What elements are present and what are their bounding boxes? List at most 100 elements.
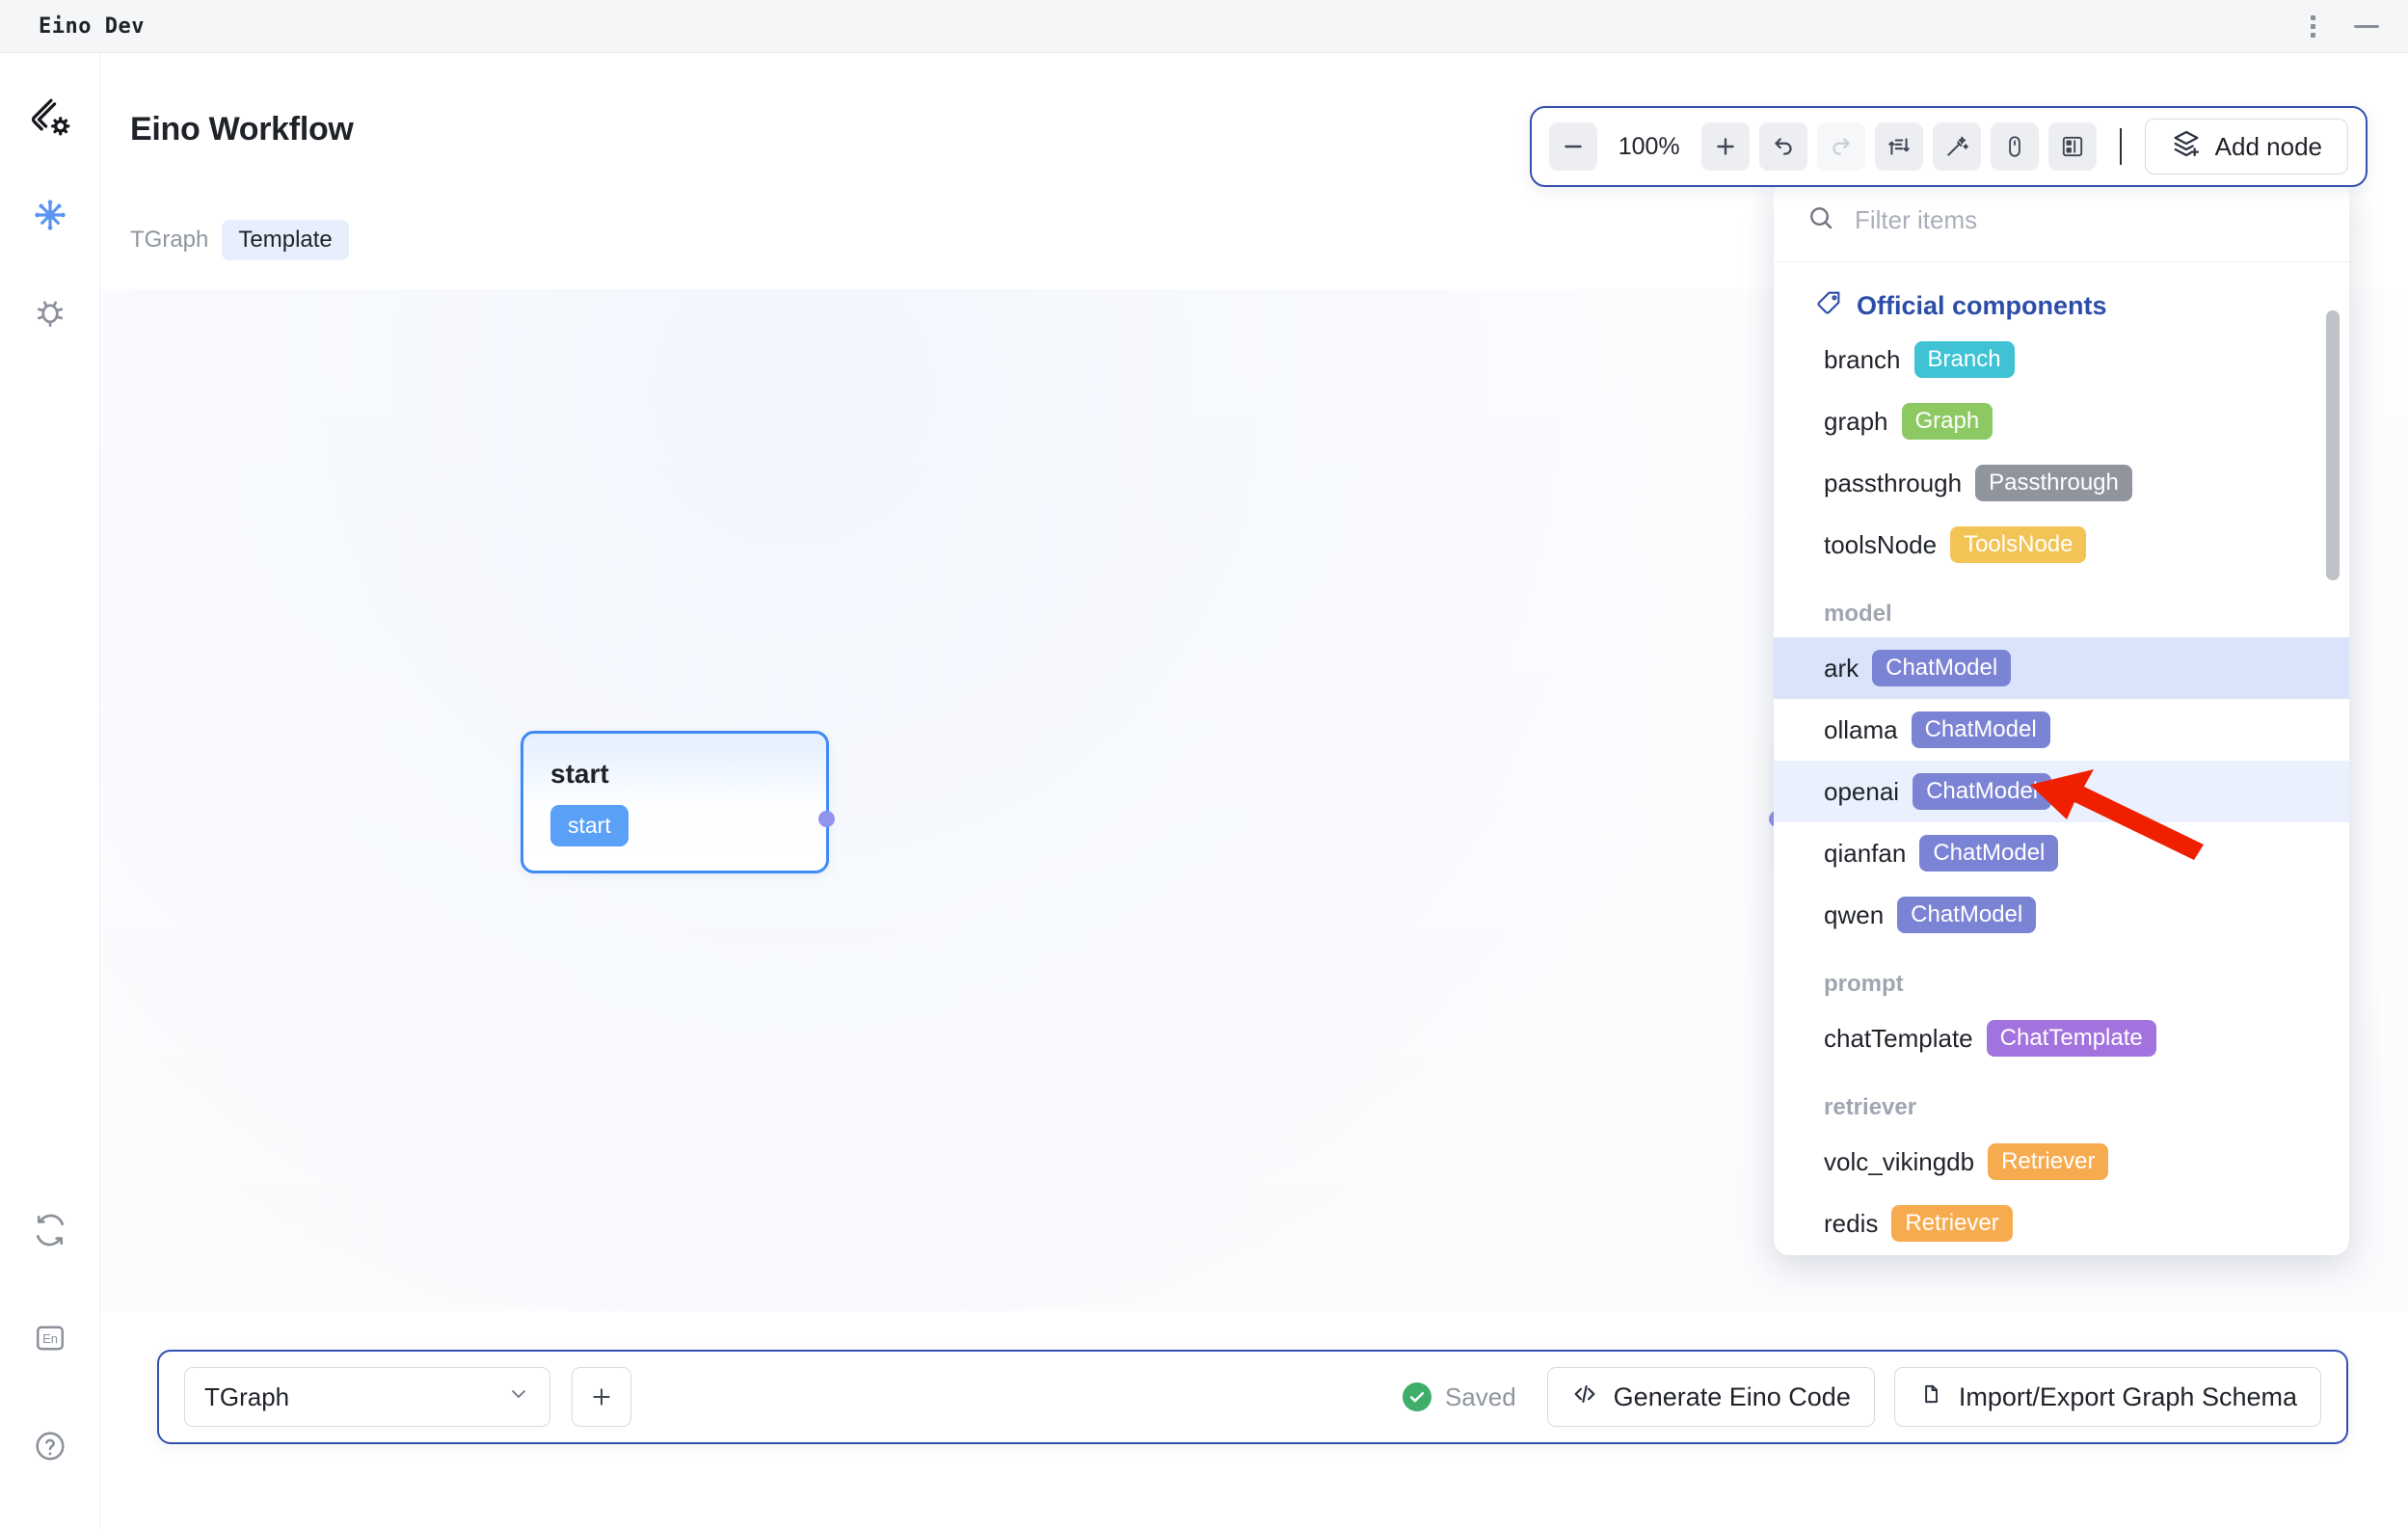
import-export-label: Import/Export Graph Schema	[1958, 1381, 2297, 1411]
minus-icon[interactable]	[1548, 122, 1597, 171]
group-label-retriever: retriever	[1824, 1094, 1917, 1120]
item-tag: Passthrough	[1975, 464, 2132, 502]
item-tag: ChatTemplate	[1986, 1019, 2156, 1058]
file-icon	[1918, 1381, 1943, 1413]
bug-icon[interactable]	[25, 286, 75, 336]
search-input[interactable]	[1855, 205, 2316, 235]
add-node-label: Add node	[2214, 131, 2322, 161]
list-item-qianfan[interactable]: qianfan ChatModel	[1774, 822, 2349, 884]
list-item-graph[interactable]: graph Graph	[1774, 390, 2349, 452]
language-icon[interactable]: En	[25, 1313, 75, 1363]
plus-icon[interactable]	[1700, 122, 1750, 171]
list-item-redis[interactable]: redis Retriever	[1774, 1193, 2349, 1254]
page-title: Eino Workflow	[130, 111, 354, 148]
eino-logo-icon[interactable]	[25, 94, 75, 144]
breadcrumb: TGraph Template	[130, 220, 349, 260]
layout-grid-icon[interactable]	[2047, 122, 2097, 171]
undo-icon[interactable]	[1758, 122, 1807, 171]
item-name: ollama	[1824, 714, 1898, 744]
add-layer-icon	[2171, 128, 2202, 166]
graph-select-value: TGraph	[204, 1381, 290, 1411]
graph-network-icon[interactable]	[25, 190, 75, 240]
magic-wand-icon[interactable]	[1932, 122, 1981, 171]
panel-search-row	[1774, 179, 2349, 262]
item-tag: ChatModel	[1897, 896, 2037, 934]
list-item-openai[interactable]: openai ChatModel	[1774, 761, 2349, 822]
panel-item-list[interactable]: Official components branch Branch graph …	[1774, 262, 2349, 1255]
item-name: passthrough	[1824, 468, 1963, 497]
zoom-level[interactable]: 100%	[1618, 132, 1680, 160]
bottom-bar-actions: Saved Generate Eino Code Import/Export G…	[1402, 1367, 2321, 1427]
generate-eino-code-label: Generate Eino Code	[1613, 1381, 1851, 1411]
item-tag: ChatModel	[1919, 834, 2059, 872]
search-icon	[1806, 203, 1835, 237]
item-name: redis	[1824, 1208, 1879, 1238]
item-tag: Retriever	[1988, 1142, 2109, 1181]
list-item-chattemplate[interactable]: chatTemplate ChatTemplate	[1774, 1007, 2349, 1069]
minimize-icon[interactable]	[2354, 25, 2379, 28]
saved-label: Saved	[1444, 1381, 1516, 1411]
item-name: ark	[1824, 653, 1860, 683]
item-tag: Retriever	[1891, 1204, 2013, 1243]
kebab-menu-icon[interactable]	[2305, 10, 2321, 43]
generate-eino-code-button[interactable]: Generate Eino Code	[1546, 1367, 1875, 1427]
group-label-model: model	[1824, 601, 1892, 627]
item-tag: Graph	[1901, 402, 1993, 441]
item-tag: ChatModel	[1872, 649, 2012, 687]
item-name: toolsNode	[1824, 529, 1938, 559]
list-item-volc-vikingdb[interactable]: volc_vikingdb Retriever	[1774, 1131, 2349, 1193]
list-item-passthrough[interactable]: passthrough Passthrough	[1774, 452, 2349, 514]
code-icon	[1571, 1381, 1598, 1414]
panel-scrollbar[interactable]	[2326, 293, 2340, 1238]
node-start[interactable]: start start	[521, 731, 835, 873]
check-circle-icon	[1402, 1382, 1431, 1411]
add-node-button[interactable]: Add node	[2144, 119, 2348, 174]
breadcrumb-root[interactable]: TGraph	[130, 227, 209, 253]
list-item-ark[interactable]: ark ChatModel	[1774, 637, 2349, 699]
refresh-icon[interactable]	[25, 1205, 75, 1255]
item-tag: ToolsNode	[1950, 525, 2087, 564]
sort-align-icon[interactable]	[1874, 122, 1923, 171]
item-tag: ChatModel	[1913, 772, 2052, 811]
panel-scrollbar-thumb[interactable]	[2326, 310, 2340, 580]
item-name: branch	[1824, 344, 1901, 374]
item-tag: ChatModel	[1911, 711, 2050, 749]
canvas-toolbar: 100%	[1529, 106, 2368, 187]
window-controls	[2305, 0, 2379, 53]
saved-status: Saved	[1402, 1381, 1516, 1412]
item-tag: Branch	[1913, 340, 2015, 379]
component-picker-panel: Official components branch Branch graph …	[1774, 179, 2349, 1255]
item-name: qianfan	[1824, 838, 1907, 868]
item-name: qwen	[1824, 899, 1885, 929]
node-start-title: start	[550, 759, 609, 789]
official-components-header: Official components	[1774, 289, 2349, 329]
chevron-down-icon	[507, 1382, 530, 1412]
list-item-branch[interactable]: branch Branch	[1774, 329, 2349, 390]
import-export-graph-schema-button[interactable]: Import/Export Graph Schema	[1893, 1367, 2321, 1427]
list-item-ollama[interactable]: ollama ChatModel	[1774, 699, 2349, 761]
rail-bottom-group: En	[25, 1205, 75, 1529]
group-label-prompt: prompt	[1824, 971, 1904, 997]
rail-top-group	[25, 53, 75, 336]
item-name: chatTemplate	[1824, 1023, 1973, 1053]
redo-icon[interactable]	[1816, 122, 1865, 171]
add-graph-button[interactable]	[572, 1367, 631, 1427]
graph-select[interactable]: TGraph	[184, 1367, 550, 1427]
item-name: openai	[1824, 776, 1900, 806]
toolbar-divider	[2119, 128, 2122, 165]
official-components-label: Official components	[1857, 291, 2107, 320]
list-item-qwen[interactable]: qwen ChatModel	[1774, 884, 2349, 946]
tag-icon	[1816, 289, 1843, 323]
item-name: graph	[1824, 406, 1888, 436]
node-start-output-handle[interactable]	[818, 811, 835, 827]
list-item-toolsnode[interactable]: toolsNode ToolsNode	[1774, 514, 2349, 576]
window-titlebar: Eino Dev	[0, 0, 2408, 53]
bottom-bar: TGraph Saved Generate Eino Code	[157, 1350, 2348, 1444]
svg-text:En: En	[42, 1331, 58, 1346]
breadcrumb-template[interactable]: Template	[222, 220, 349, 260]
node-start-badge: start	[550, 805, 629, 846]
help-icon[interactable]	[25, 1421, 75, 1471]
app-name: Eino Dev	[39, 13, 145, 39]
mouse-pointer-icon[interactable]	[1990, 122, 2039, 171]
